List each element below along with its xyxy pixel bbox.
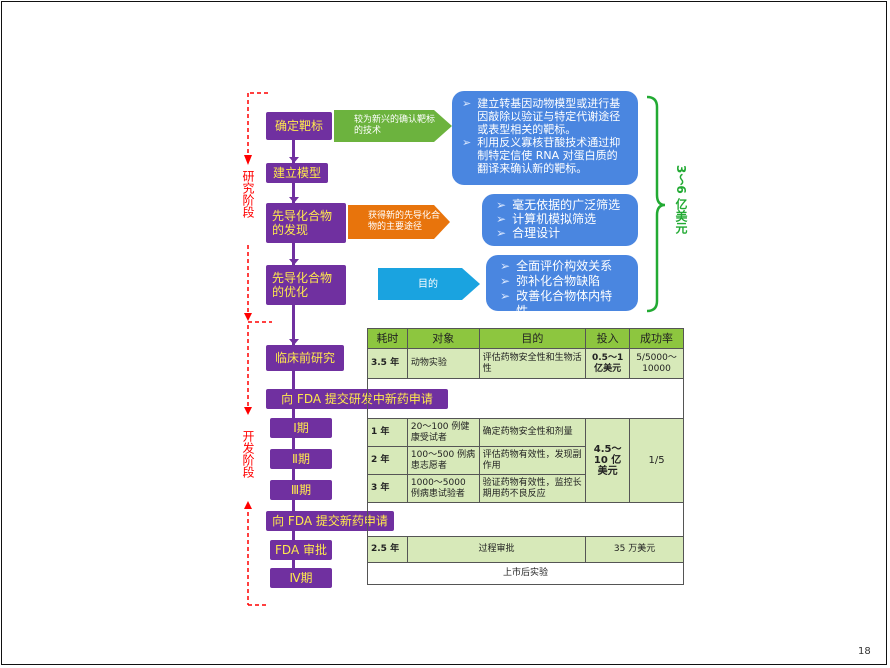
table-cell: 35 万美元: [585, 536, 684, 563]
table-row-phase2: 2 年 100～500 例病患志愿者 评估药物有效性，发现副作用: [367, 446, 684, 475]
target-method-item: ➢ 建立转基因动物模型或进行基因敲除以验证与特定代谢途径或表型相关的靶标。: [462, 97, 628, 136]
dev-arrow-down: [244, 407, 252, 415]
target-method-item: ➢ 利用反义寡核苷酸技术通过抑制特定信使 RNA 对蛋白质的翻译来确认新的靶标。: [462, 136, 628, 175]
table-cell: 3 年: [367, 474, 408, 503]
table-row-phase3: 3 年 1000～5000 例病患试验者 验证药物有效性，监控长期用药不良反应: [367, 474, 684, 503]
discovery-methods-box: ➢ 毫无依据的广泛筛选 ➢ 计算机模拟筛选 ➢ 合理设计: [482, 194, 638, 246]
flow-preclinical: 临床前研究: [266, 345, 344, 371]
pointer-optimization-shape: [378, 268, 480, 300]
table-row-phase1: 1 年 20～100 例健康受试者 确定药物安全性和剂量 4.5～10 亿美元 …: [367, 418, 684, 503]
research-arrow-down: [244, 313, 252, 321]
pointer-target-shape: [334, 110, 452, 142]
bullet-icon: ➢: [500, 259, 511, 273]
table-header: 对象: [406, 328, 480, 349]
bullet-icon: ➢: [462, 136, 472, 149]
pointer-discovery-shape: [348, 205, 450, 239]
table-cell-empty: [367, 502, 684, 537]
table-cell-clinical-rate: 1/5: [629, 418, 684, 503]
table-row-review: 2.5 年 过程审批 35 万美元: [367, 536, 684, 563]
research-arrow-up: [244, 155, 252, 165]
flow-phase2: Ⅱ期: [270, 449, 332, 469]
table-header: 目的: [478, 328, 587, 349]
table-row-preclinical: 3.5 年 动物实验 评估药物安全性和生物活性 0.5～1 亿美元 5/5000…: [367, 348, 684, 379]
table-row-postmarket: 上市后实验: [367, 562, 684, 585]
bullet-icon: ➢: [496, 198, 507, 212]
table-cell: 过程审批: [406, 536, 587, 563]
stage-brackets: [244, 92, 272, 606]
flow-phase4: Ⅳ期: [270, 568, 332, 588]
bullet-icon: ➢: [500, 274, 511, 288]
flow-model: 建立模型: [266, 163, 328, 183]
flow-lead-optimization: 先导化合物的优化: [266, 265, 346, 305]
arrow-to-model: [289, 157, 299, 163]
table-cell: 20～100 例健康受试者: [406, 418, 480, 447]
flow-phase1: Ⅰ期: [270, 418, 332, 438]
table-cell: 评估药物安全性和生物活性: [478, 348, 587, 379]
optimization-item: ➢ 全面评价构效关系: [500, 259, 624, 274]
table-row-spacer: [367, 378, 684, 419]
table-cell: 1000～5000 例病患试验者: [406, 474, 480, 503]
discovery-item: ➢ 毫无依据的广泛筛选: [496, 198, 624, 212]
cost-bracket: [646, 95, 666, 313]
table-cell-clinical-cost: 4.5～10 亿美元: [585, 418, 631, 503]
table-cell-empty: [367, 378, 684, 419]
table-cell: 确定药物安全性和剂量: [478, 418, 587, 447]
table-row-spacer: [367, 502, 684, 537]
table-cell: 2.5 年: [367, 536, 408, 563]
table-cell: 100～500 例病患志愿者: [406, 446, 480, 475]
bullet-icon: ➢: [500, 289, 511, 303]
table-header: 投入: [585, 328, 631, 349]
table-cell: 1 年: [367, 418, 408, 447]
pointer-target: 较为新兴的确认靶标的技术: [354, 115, 436, 136]
flow-target: 确定靶标: [266, 112, 332, 140]
arrow-to-preclinical: [289, 339, 299, 345]
table-header-row: 耗时 对象 目的 投入 成功率: [367, 328, 684, 349]
target-method-text: 建立转基因动物模型或进行基因敲除以验证与特定代谢途径或表型相关的靶标。: [477, 97, 621, 136]
flow-lead-discovery: 先导化合物的发现: [266, 203, 346, 243]
target-method-text: 利用反义寡核苷酸技术通过抑制特定信使 RNA 对蛋白质的翻译来确认新的靶标。: [477, 136, 621, 175]
optimization-text: 改善化合物体内特性: [516, 289, 613, 318]
discovery-item: ➢ 计算机模拟筛选: [496, 212, 624, 226]
research-stage-label: 研究阶段: [241, 170, 255, 218]
table-cell: 评估药物有效性，发现副作用: [478, 446, 587, 475]
table-header: 耗时: [367, 328, 408, 349]
table-cell: 3.5 年: [367, 348, 408, 379]
arrow-to-discovery: [289, 197, 299, 203]
dev-arrow-up: [244, 501, 252, 509]
pointer-discovery: 获得新的先导化合物的主要途径: [368, 211, 441, 232]
flow-phase3: Ⅲ期: [270, 480, 332, 500]
optimization-text: 全面评价构效关系: [516, 259, 613, 273]
cost-label: 3～6 亿美元: [674, 165, 688, 234]
optimization-item: ➢ 弥补化合物缺陷: [500, 274, 624, 289]
bullet-icon: ➢: [496, 226, 507, 240]
discovery-text: 合理设计: [512, 226, 561, 240]
table-cell: 2 年: [367, 446, 408, 475]
bullet-icon: ➢: [462, 97, 472, 110]
table-cell: 验证药物有效性，监控长期用药不良反应: [478, 474, 587, 503]
table-header: 成功率: [629, 328, 684, 349]
pointer-optimization: 目的: [418, 278, 438, 290]
optimization-text: 弥补化合物缺陷: [516, 274, 601, 288]
optimization-goals-box: ➢ 全面评价构效关系 ➢ 弥补化合物缺陷 ➢ 改善化合物体内特性: [486, 255, 638, 318]
optimization-item: ➢ 改善化合物体内特性: [500, 289, 624, 319]
table-cell: 5/5000～10000: [629, 348, 684, 379]
flow-fda-review: FDA 审批: [270, 540, 332, 560]
table-cell: 0.5～1 亿美元: [585, 348, 631, 379]
flow-nda-submit: 向 FDA 提交新药申请: [266, 511, 394, 531]
development-stage-label: 开发阶段: [241, 430, 255, 478]
development-table: 耗时 对象 目的 投入 成功率 3.5 年 动物实验 评估药物安全性和生物活性 …: [367, 328, 684, 585]
discovery-text: 计算机模拟筛选: [512, 212, 597, 226]
discovery-item: ➢ 合理设计: [496, 226, 624, 240]
table-cell: 动物实验: [406, 348, 480, 379]
target-methods-box: ➢ 建立转基因动物模型或进行基因敲除以验证与特定代谢途径或表型相关的靶标。 ➢ 利用…: [452, 91, 638, 185]
arrow-to-optimization: [289, 259, 299, 265]
bullet-icon: ➢: [496, 212, 507, 226]
table-cell: 上市后实验: [367, 562, 684, 585]
page-number: 18: [858, 646, 871, 657]
discovery-text: 毫无依据的广泛筛选: [512, 198, 621, 212]
